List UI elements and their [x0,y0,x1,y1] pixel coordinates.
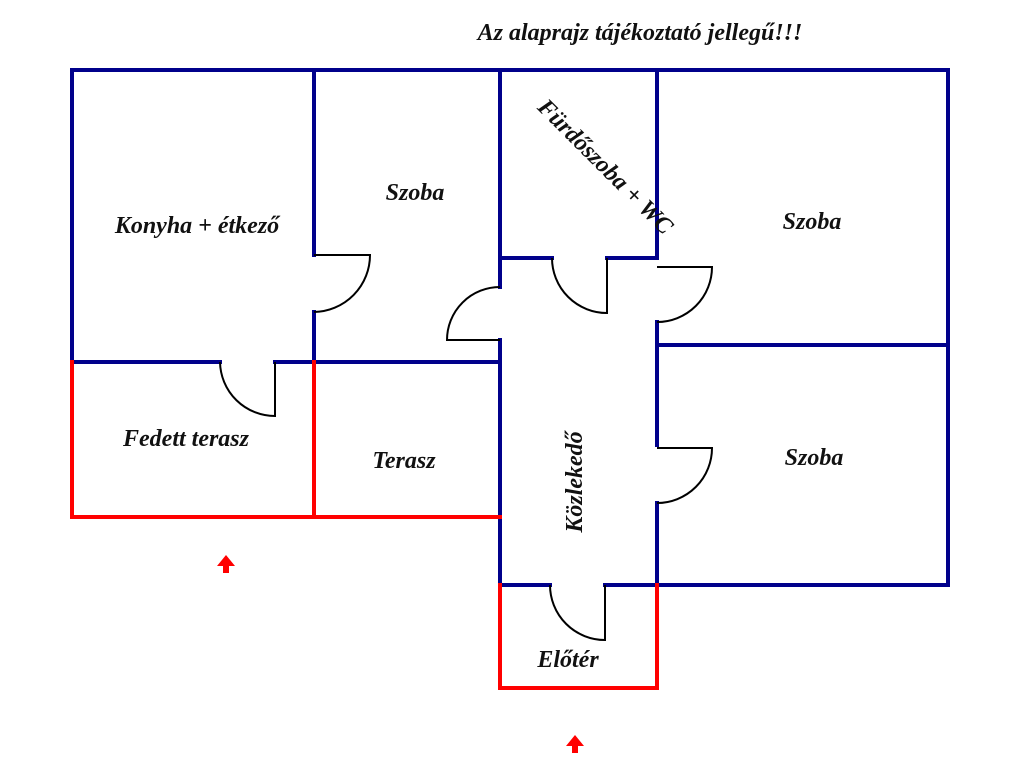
room-label-corridor: Közlekedő [562,429,588,533]
door-bathroom [551,257,608,315]
room-label-kitchen: Konyha + étkező [114,213,281,239]
door-room3 [656,447,714,504]
door-room2 [656,266,714,323]
doors [219,254,714,642]
room-label-covered-terrace: Fedett terasz [122,426,250,452]
disclaimer-title: Az alaprajz tájékoztató jellegű!!! [476,20,803,46]
room-label-room1: Szoba [386,180,445,206]
room-label-room2: Szoba [783,209,842,235]
exterior-walls [70,360,659,690]
entrance-arrow-icon [217,555,235,573]
interior-walls [70,68,950,587]
room-label-room3: Szoba [785,445,844,471]
door-entrance [549,584,606,642]
door-kitchen-room [313,254,372,313]
door-kitchen-terrace [219,361,276,418]
entrance-arrow-icon [566,735,584,753]
room-label-terrace: Terasz [372,448,436,474]
room-label-entrance: Előtér [536,647,599,673]
door-corridor-room [445,286,501,341]
